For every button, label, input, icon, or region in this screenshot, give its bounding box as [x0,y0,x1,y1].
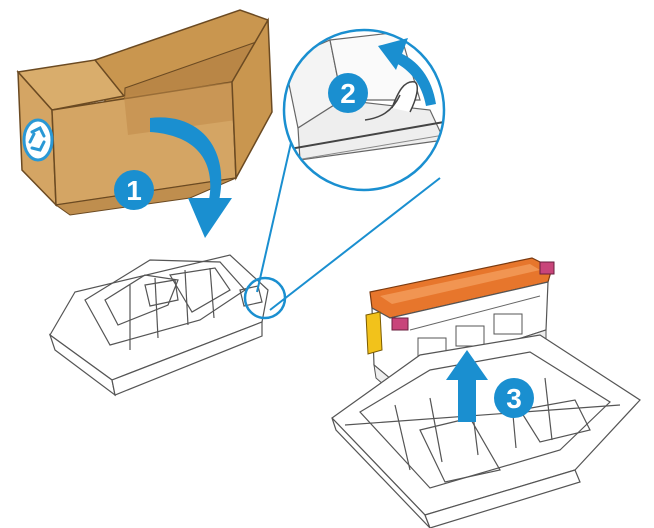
svg-text:1: 1 [126,175,142,206]
recycle-icon [24,120,52,160]
svg-text:2: 2 [340,78,356,109]
left-packing-tray [50,255,268,395]
step-3-badge: 3 [494,378,534,418]
step-2-badge: 2 [328,73,368,113]
step-1-badge: 1 [114,170,154,210]
svg-text:3: 3 [506,383,522,414]
zoom-detail-view [284,30,444,190]
